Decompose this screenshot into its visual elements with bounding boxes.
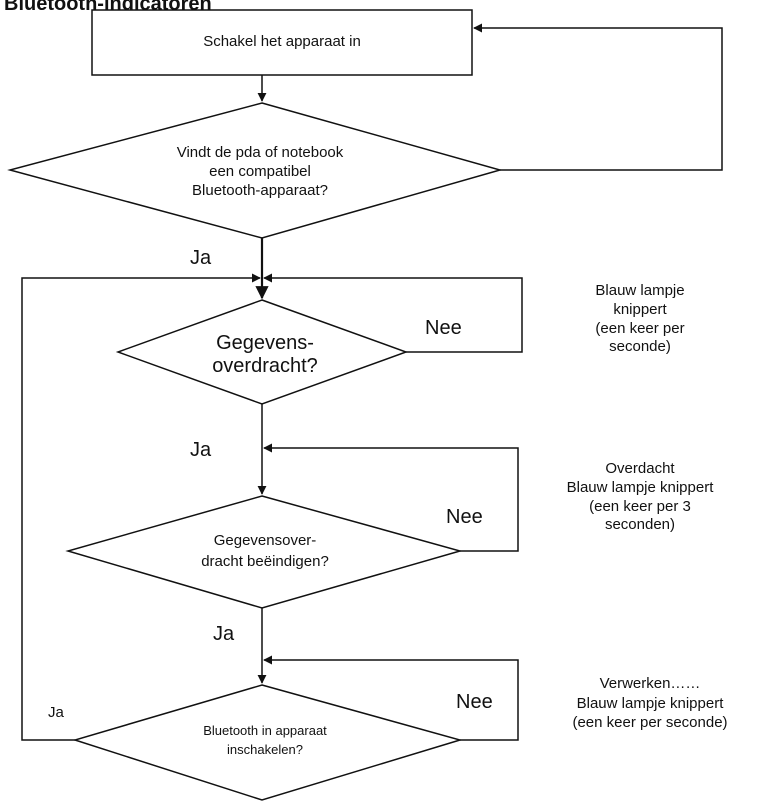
decision-q2-label: Gegevens- overdracht? [212,332,318,377]
decision-q4-label: Bluetooth in apparaat inschakelen? [203,723,327,757]
loop-q3-nee [263,443,519,552]
decision-q4 [72,684,463,801]
loop-q4-nee [263,655,519,741]
decision-q3-label: Gegevensover- dracht beëindigen? [201,532,329,570]
note-indicator-1: Blauw lampje knippert (een keer per seco… [595,282,685,356]
note-indicator-2: Overdacht Blauw lampje knippert (een kee… [566,460,714,534]
loop-q1-nee [473,23,723,171]
edge-label-nee-3: Nee [446,506,483,528]
edge-label-ja-4: Ja [48,704,64,721]
start-box-label: Schakel het apparaat in [203,33,361,50]
start-box [91,9,473,76]
decision-q1-label: Vindt de pda of notebook een compatibel … [176,144,344,199]
page-title: Bluetooth-indicatoren [4,0,212,15]
edge-label-nee-4: Nee [456,691,493,713]
loop-q2-nee [263,273,523,353]
edge-label-ja-1: Ja [190,247,212,269]
edge-label-nee-2: Nee [425,317,462,339]
edge-label-ja-2: Ja [190,439,212,461]
loop-q4-ja [21,273,261,741]
note-indicator-3: Verwerken…… Blauw lampje knippert (een k… [572,675,728,731]
edge-label-ja-3: Ja [213,623,235,645]
